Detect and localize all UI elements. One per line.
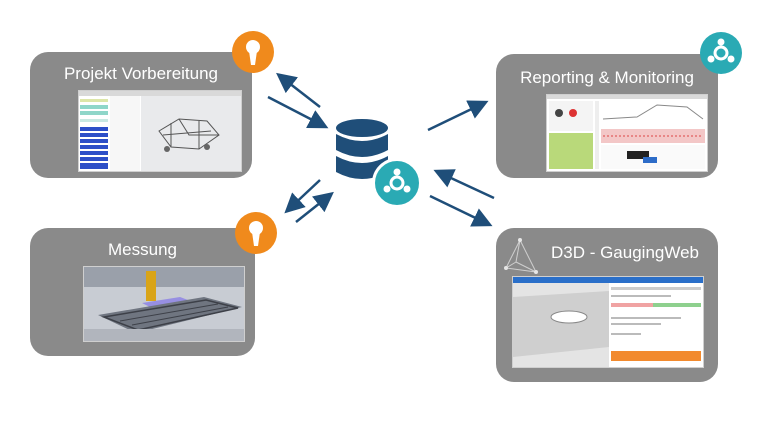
- wireframe-icon: [504, 238, 538, 274]
- cad-screenshot-thumbnail: [79, 91, 241, 171]
- hub-icon: [707, 38, 735, 63]
- card-d3d-gaugingweb: D3D - GaugingWeb: [496, 228, 718, 382]
- measurement-photo: [84, 267, 244, 341]
- card-projekt-vorbereitung: Projekt Vorbereitung: [30, 52, 252, 178]
- reporting-screenshot: [546, 94, 708, 172]
- arrow-to-reporting: [427, 100, 489, 132]
- arrow-from-gauging: [433, 169, 495, 200]
- hub-badge-reporting: [700, 32, 742, 74]
- keyhole-badge-projekt: [232, 31, 274, 73]
- messung-photo: [83, 266, 245, 342]
- card-title: Messung: [108, 240, 177, 259]
- gaugingweb-screenshot: [512, 276, 704, 368]
- card-reporting-monitoring: Reporting & Monitoring: [496, 54, 718, 178]
- keyhole-badge-messung: [235, 212, 277, 254]
- arrow-to-projekt: [276, 72, 321, 108]
- arrow-to-messung: [284, 179, 321, 214]
- hub-badge-database: [372, 158, 422, 208]
- projekt-screenshot: [78, 90, 242, 172]
- gaugingweb-thumbnail: [513, 277, 703, 367]
- keyhole-icon: [246, 40, 260, 65]
- arrow-from-projekt: [267, 95, 329, 129]
- card-title: Reporting & Monitoring: [520, 68, 694, 87]
- card-title: D3D - GaugingWeb: [550, 243, 700, 262]
- hub-icon: [383, 168, 411, 193]
- card-messung: Messung: [30, 228, 255, 356]
- arrow-to-gauging: [429, 194, 493, 227]
- dashboard-thumbnail: [547, 95, 707, 169]
- arrow-from-messung: [295, 191, 334, 223]
- card-title: Projekt Vorbereitung: [63, 64, 219, 83]
- keyhole-icon: [249, 221, 263, 246]
